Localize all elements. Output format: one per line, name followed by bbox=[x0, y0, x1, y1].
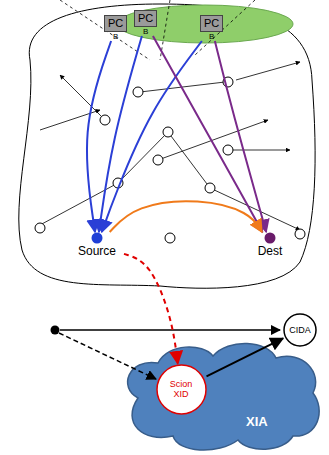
path-server-box: PCB bbox=[200, 15, 223, 41]
endpoint-marker bbox=[92, 233, 103, 244]
node-label: XIA bbox=[246, 414, 268, 429]
identifier-circle: Scion XID bbox=[156, 364, 207, 415]
path-server-box: PCB bbox=[104, 15, 127, 41]
network-links bbox=[40, 62, 300, 230]
endpoint-dot: Dest bbox=[246, 232, 294, 259]
connector-arrow bbox=[153, 36, 263, 232]
path-server-box: PCB bbox=[134, 10, 157, 36]
network-outline bbox=[19, 4, 315, 288]
connector-arrow bbox=[99, 36, 142, 232]
node-label: Dest bbox=[258, 244, 283, 259]
network-cloud: XIA Scion XID bbox=[118, 338, 323, 452]
node-label: Source bbox=[78, 244, 116, 259]
id-circle-shape bbox=[157, 365, 206, 414]
node-label: PC bbox=[134, 10, 157, 27]
node-label: PC bbox=[200, 15, 223, 32]
node-label: PC bbox=[104, 15, 127, 32]
cloud-shape bbox=[128, 343, 320, 450]
identifier-circle: CIDA bbox=[283, 313, 317, 347]
node-label: Scion XID bbox=[161, 379, 201, 399]
connector-arrow bbox=[87, 41, 111, 232]
node-label: B bbox=[209, 32, 214, 41]
id-circle-shape bbox=[284, 314, 316, 346]
node-label: B bbox=[143, 27, 148, 36]
node-label: CIDA bbox=[289, 325, 311, 335]
endpoint-marker bbox=[264, 232, 276, 244]
connector-arrow bbox=[124, 254, 178, 364]
dashed-boundary bbox=[60, 0, 255, 60]
connector-arrow bbox=[102, 41, 202, 232]
request-arrow bbox=[60, 329, 280, 331]
fallback-arrow bbox=[59, 333, 156, 379]
endpoint-marker bbox=[91, 232, 103, 244]
node-label: B bbox=[113, 32, 118, 41]
connector-arrow bbox=[215, 41, 266, 232]
endpoint-dot: Source bbox=[70, 232, 124, 259]
cloud-shape bbox=[118, 338, 323, 452]
router-node bbox=[35, 77, 305, 243]
endpoint-marker bbox=[265, 233, 276, 244]
connector-arrow bbox=[110, 201, 262, 232]
control-region bbox=[117, 5, 293, 43]
requester-dot bbox=[51, 326, 60, 335]
connector-arrow bbox=[207, 338, 284, 376]
